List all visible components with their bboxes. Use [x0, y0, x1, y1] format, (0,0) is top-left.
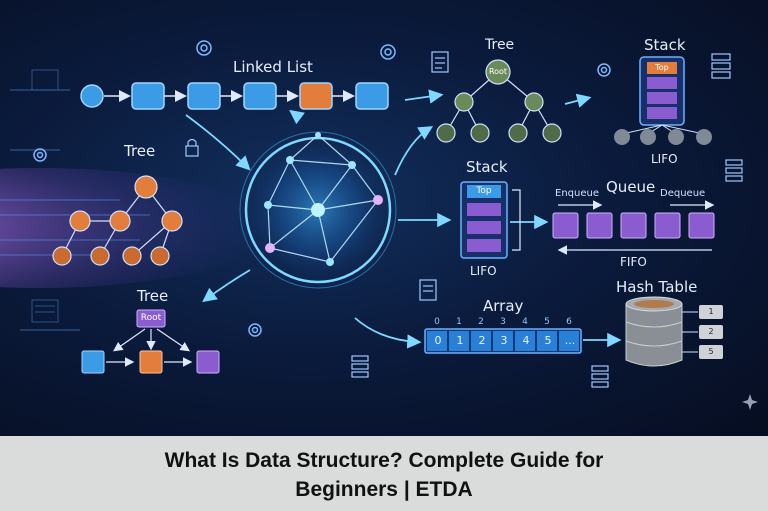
title-banner: What Is Data Structure? Complete Guide f… [0, 436, 768, 511]
queue [552, 200, 715, 255]
hash-key: 1 [699, 305, 723, 319]
array-index: 6 [566, 317, 572, 327]
page-title-line2: Beginners | ETDA [295, 478, 473, 501]
tree-top-label: Tree [485, 37, 515, 53]
root-top-label: Root [488, 67, 508, 76]
lock-icon [185, 138, 199, 157]
stack-top [614, 56, 712, 145]
hash-table-label: Hash Table [616, 278, 698, 296]
array-cell: 3 [500, 334, 508, 347]
hash-key: 5 [699, 345, 723, 359]
lifo-mid-label: LIFO [470, 264, 497, 278]
tree-bottom [81, 309, 220, 374]
array-index: 2 [478, 317, 484, 327]
sparkle-icon [742, 394, 758, 410]
array-index: 5 [544, 317, 550, 327]
queue-label: Queue [606, 178, 656, 196]
network-edges [267, 134, 379, 263]
tree-top [436, 59, 562, 143]
lifo-top-label: LIFO [651, 152, 678, 166]
top-mid-label: Top [476, 186, 492, 196]
array-index: 3 [500, 317, 506, 327]
array-index: 4 [522, 317, 528, 327]
hash-key: 2 [699, 325, 723, 339]
array-cell: 4 [522, 334, 530, 347]
array-frame [424, 328, 582, 354]
root-bottom-label: Root [140, 313, 162, 323]
array-cell: 2 [478, 334, 486, 347]
gear-icon [33, 40, 611, 337]
array-cell: 1 [456, 334, 464, 347]
array-index: 1 [456, 317, 462, 327]
tree-left [52, 175, 183, 266]
linked-list-label: Linked List [233, 58, 313, 76]
illustration: Linked List Tree Root Stack Top LIFO Tre… [0, 0, 768, 436]
stack-mid [460, 181, 521, 259]
tree-left-label: Tree [124, 142, 156, 160]
stack-top-label: Stack [644, 36, 686, 54]
tree-bottom-label: Tree [137, 287, 169, 305]
document-icon [419, 51, 449, 301]
enqueue-label: Enqueue [555, 188, 599, 199]
server-icon [351, 53, 743, 388]
array-cell: 5 [544, 334, 552, 347]
array-cell: ... [564, 334, 576, 347]
array-label: Array [483, 297, 524, 315]
hash-table-cylinder [625, 296, 698, 367]
fifo-label: FIFO [620, 255, 647, 269]
page-title-line1: What Is Data Structure? Complete Guide f… [164, 449, 604, 472]
network-nodes [264, 132, 383, 266]
sidebar-panels [31, 69, 59, 323]
array-cell: 0 [434, 334, 442, 347]
array-index: 0 [434, 317, 440, 327]
stack-mid-label: Stack [466, 158, 508, 176]
linked-list [80, 82, 389, 110]
dequeue-label: Dequeue [660, 188, 706, 199]
top-top-label: Top [655, 63, 669, 72]
connector-arrows [185, 89, 622, 349]
diagram-graphics [0, 40, 758, 410]
